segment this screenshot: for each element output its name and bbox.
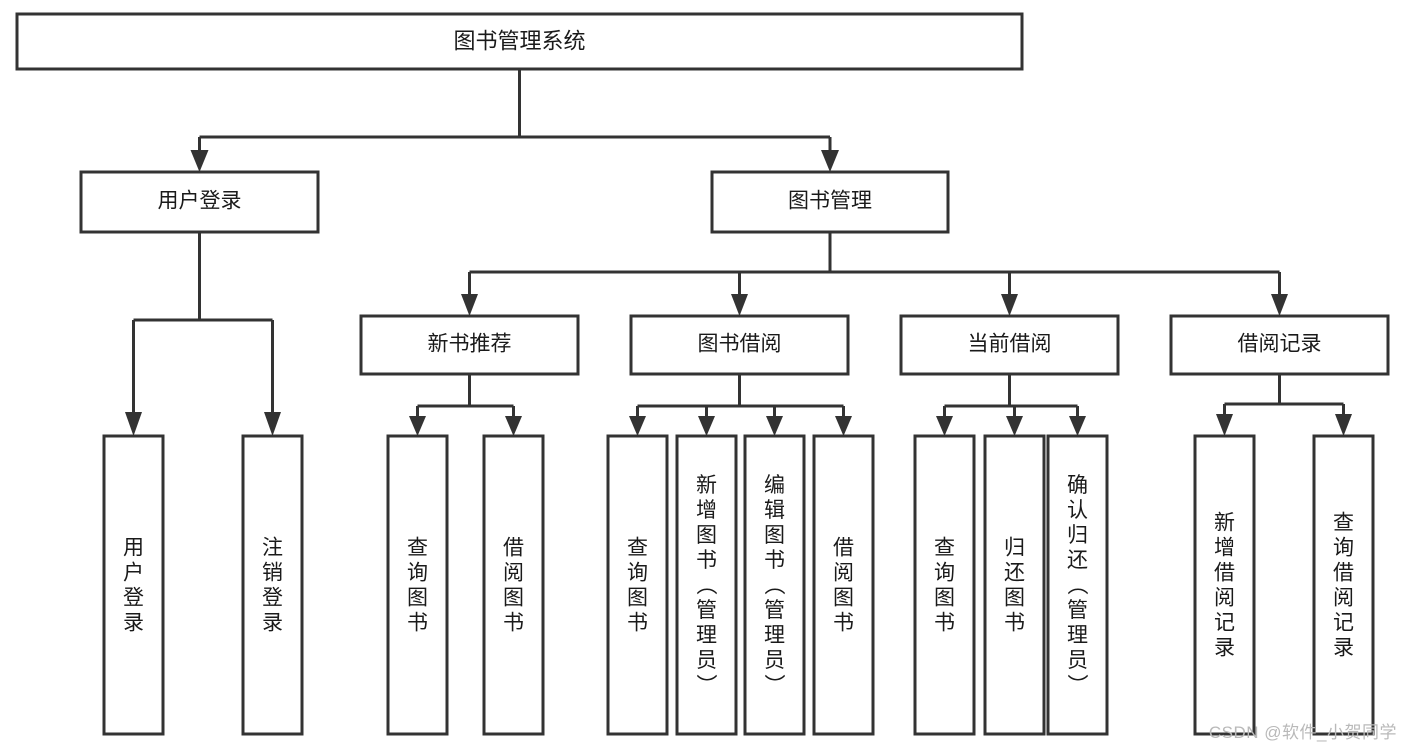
- leaf-query-book-borrow-label: 查询图书: [627, 537, 648, 635]
- leaf-confirm-return[interactable]: 确认归还（管理员）: [1046, 434, 1109, 736]
- leaf-add-book-label: 新增图书（管理员）: [696, 474, 718, 697]
- node-borrow-record[interactable]: 借阅记录: [1169, 314, 1390, 376]
- node-book-mgmt-label: 图书管理: [788, 190, 872, 213]
- arrow-to-book-borrow: [731, 294, 748, 316]
- arrow-to-borrow-record: [1271, 294, 1288, 316]
- leaf-add-record-box[interactable]: [1193, 434, 1256, 736]
- node-new-book-rec[interactable]: 新书推荐: [359, 314, 580, 376]
- arrow-to-leaf-return-book: [1006, 416, 1023, 436]
- arrow-to-leaf-logout: [264, 412, 281, 436]
- leaf-borrow-book[interactable]: 借阅图书: [812, 434, 875, 736]
- leaf-query-book-current-label: 查询图书: [934, 537, 955, 635]
- node-user-login[interactable]: 用户登录: [79, 170, 320, 234]
- arrow-to-leaf-user-login: [125, 412, 142, 436]
- arrow-to-book-mgmt: [821, 150, 839, 172]
- node-new-book-rec-box[interactable]: [359, 314, 580, 376]
- leaf-edit-book-label: 编辑图书（管理员）: [764, 474, 786, 697]
- leaf-borrow-book-rec-label: 借阅图书: [503, 537, 524, 635]
- leaf-edit-book[interactable]: 编辑图书（管理员）: [743, 434, 806, 736]
- leaf-query-book-current-box[interactable]: [913, 434, 976, 736]
- node-new-book-rec-label: 新书推荐: [428, 333, 512, 356]
- leaf-query-book-rec[interactable]: 查询图书: [386, 434, 449, 736]
- leaf-return-book[interactable]: 归还图书: [983, 434, 1046, 736]
- leaf-query-book-borrow[interactable]: 查询图书: [606, 434, 669, 736]
- node-layer: 图书管理系统 用户登录 图书管理 新书推荐 图书借阅 当前借阅: [15, 12, 1390, 376]
- leaf-logout-label: 注销登录: [262, 537, 283, 635]
- leaf-edit-book-box[interactable]: [743, 434, 806, 736]
- arrow-to-current-borrow: [1001, 294, 1018, 316]
- node-current-borrow[interactable]: 当前借阅: [899, 314, 1120, 376]
- leaf-query-book-current[interactable]: 查询图书: [913, 434, 976, 736]
- node-user-login-label: 用户登录: [158, 190, 242, 213]
- node-user-login-box[interactable]: [79, 170, 320, 234]
- node-current-borrow-label: 当前借阅: [968, 333, 1052, 356]
- node-book-borrow-label: 图书借阅: [698, 333, 782, 356]
- arrow-to-leaf-query-book-current: [936, 416, 953, 436]
- node-root-label: 图书管理系统: [453, 28, 585, 53]
- arrow-to-leaf-borrow-book: [835, 416, 852, 436]
- leaf-query-book-rec-label: 查询图书: [407, 537, 428, 635]
- arrow-to-leaf-query-record: [1335, 414, 1352, 436]
- node-book-borrow[interactable]: 图书借阅: [629, 314, 850, 376]
- node-book-mgmt-box[interactable]: [710, 170, 950, 234]
- node-borrow-record-box[interactable]: [1169, 314, 1390, 376]
- arrow-to-leaf-query-book-borrow: [629, 416, 646, 436]
- leaf-user-login-box[interactable]: [102, 434, 165, 736]
- node-book-mgmt[interactable]: 图书管理: [710, 170, 950, 234]
- leaf-logout-box[interactable]: [241, 434, 304, 736]
- node-borrow-record-label: 借阅记录: [1238, 333, 1322, 356]
- arrow-to-leaf-borrow-book-rec: [505, 416, 522, 436]
- leaf-borrow-book-rec[interactable]: 借阅图书: [482, 434, 545, 736]
- leaf-borrow-book-label: 借阅图书: [833, 537, 854, 635]
- connector-layer: [125, 69, 1352, 436]
- arrow-to-new-book-rec: [461, 294, 478, 316]
- leaf-add-record[interactable]: 新增借阅记录: [1193, 434, 1256, 736]
- leaf-query-record[interactable]: 查询借阅记录: [1312, 434, 1375, 736]
- leaf-return-book-label: 归还图书: [1004, 537, 1025, 635]
- leaf-confirm-return-label: 确认归还（管理员）: [1067, 474, 1089, 697]
- arrow-to-leaf-add-book: [698, 416, 715, 436]
- leaf-confirm-return-box[interactable]: [1046, 434, 1109, 736]
- leaf-query-record-label: 查询借阅记录: [1333, 512, 1354, 660]
- leaf-query-book-rec-box[interactable]: [386, 434, 449, 736]
- leaf-add-book-box[interactable]: [675, 434, 738, 736]
- leaf-query-book-borrow-box[interactable]: [606, 434, 669, 736]
- arrow-to-user-login: [190, 150, 209, 172]
- node-root[interactable]: 图书管理系统: [15, 12, 1024, 71]
- leaf-user-login[interactable]: 用户登录: [102, 434, 165, 736]
- leaf-query-record-box[interactable]: [1312, 434, 1375, 736]
- arrow-to-leaf-query-book-rec: [409, 416, 426, 436]
- leaf-borrow-book-box[interactable]: [812, 434, 875, 736]
- node-current-borrow-box[interactable]: [899, 314, 1120, 376]
- leaf-user-login-label: 用户登录: [123, 537, 144, 635]
- leaf-logout[interactable]: 注销登录: [241, 434, 304, 736]
- leaf-add-record-label: 新增借阅记录: [1214, 512, 1235, 660]
- leaf-add-book[interactable]: 新增图书（管理员）: [675, 434, 738, 736]
- leaf-return-book-box[interactable]: [983, 434, 1046, 736]
- node-root-box[interactable]: [15, 12, 1024, 71]
- arrow-to-leaf-confirm-return: [1069, 416, 1086, 436]
- arrow-to-leaf-edit-book: [766, 416, 783, 436]
- node-book-borrow-box[interactable]: [629, 314, 850, 376]
- arrow-to-leaf-add-record: [1216, 414, 1233, 436]
- leaf-borrow-book-rec-box[interactable]: [482, 434, 545, 736]
- leaf-layer: 用户登录 注销登录 查询图书 借阅图书 查询图书 新增图书（管理员） 编辑图书（管理员） 借阅…: [102, 434, 1375, 736]
